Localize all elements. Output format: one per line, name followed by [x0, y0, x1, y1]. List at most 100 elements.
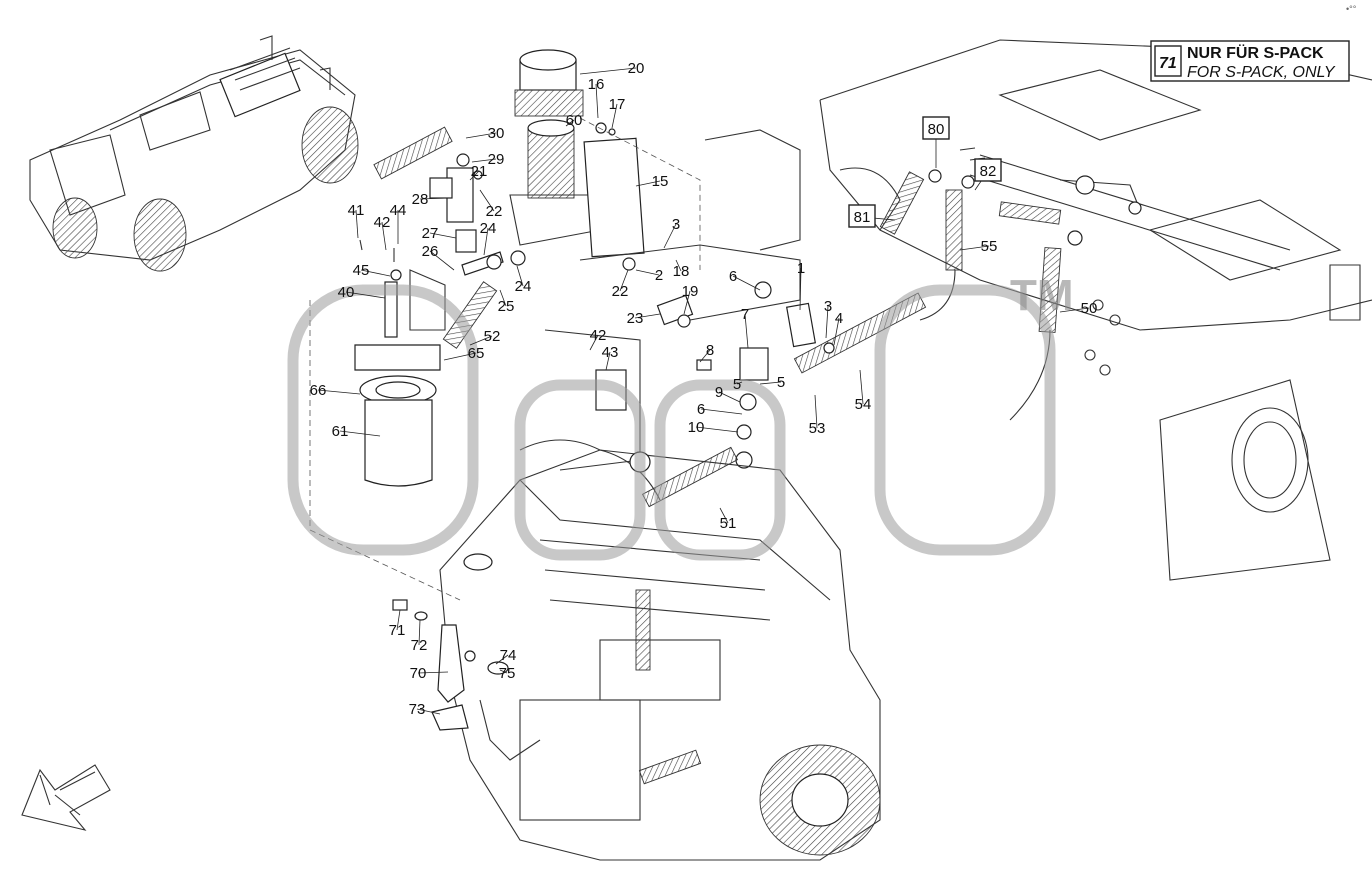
- leader-line: [859, 369, 864, 405]
- callout-82: 82: [980, 163, 997, 180]
- leader-line: [589, 334, 599, 351]
- callout-21: 21: [471, 163, 488, 180]
- leader-line: [814, 394, 818, 429]
- callout-30: 30: [488, 125, 505, 142]
- callout-42: 42: [590, 327, 607, 344]
- callout-24: 24: [515, 278, 532, 295]
- leader-line: [611, 103, 618, 129]
- leader-line: [396, 609, 401, 631]
- leader-lines: [317, 67, 1090, 715]
- callout-4: 4: [835, 310, 843, 327]
- callout-74: 74: [500, 647, 517, 664]
- callout-10: 10: [688, 419, 705, 436]
- callout-22: 22: [486, 203, 503, 220]
- leader-line: [825, 305, 829, 339]
- water-separator-filter: [309, 300, 461, 601]
- callout-44: 44: [390, 202, 407, 219]
- callout-50: 50: [1081, 300, 1098, 317]
- leader-line: [736, 381, 743, 385]
- leader-line: [499, 289, 507, 307]
- watermark-tm: TM: [1010, 271, 1074, 320]
- fittings-left: [359, 126, 526, 349]
- callout-72: 72: [411, 637, 428, 654]
- engine: [439, 439, 881, 861]
- callout-20: 20: [628, 60, 645, 77]
- leader-line: [595, 83, 599, 119]
- callout-65: 65: [468, 345, 485, 362]
- leader-line: [419, 197, 449, 200]
- machine-overview: [29, 35, 359, 272]
- leader-line: [619, 269, 629, 292]
- callout-22: 22: [612, 283, 629, 300]
- callout-17: 17: [609, 96, 626, 113]
- callout-80: 80: [928, 121, 945, 138]
- corner-mark: •°°: [1346, 4, 1357, 14]
- leader-line: [833, 317, 840, 346]
- s-pack-line-en: FOR S-PACK, ONLY: [1187, 64, 1336, 81]
- callout-51: 51: [720, 515, 737, 532]
- callout-2: 2: [655, 267, 663, 284]
- callout-18: 18: [673, 263, 690, 280]
- callout-19: 19: [682, 283, 699, 300]
- leader-line: [635, 180, 661, 187]
- callout-25: 25: [498, 298, 515, 315]
- brackets-lower-left: [392, 599, 509, 731]
- callout-40: 40: [338, 284, 355, 301]
- s-pack-line-de: NUR FÜR S-PACK: [1187, 43, 1324, 62]
- leader-line: [469, 170, 480, 181]
- callout-70: 70: [410, 665, 427, 682]
- leader-line: [360, 269, 391, 277]
- s-pack-badge: [1154, 45, 1182, 77]
- leader-line: [718, 391, 741, 403]
- fuel-filter-assembly: [509, 49, 701, 270]
- leader-line: [381, 221, 387, 251]
- leader-line: [471, 158, 497, 163]
- leader-line: [483, 227, 489, 256]
- callout-24: 24: [480, 220, 497, 237]
- s-pack-badge-number: 71: [1159, 55, 1177, 72]
- callout-52: 52: [484, 328, 501, 345]
- callout-45: 45: [353, 262, 370, 279]
- leader-line: [635, 269, 660, 276]
- leader-line: [499, 669, 508, 674]
- leader-line: [429, 250, 455, 271]
- leader-line: [634, 313, 661, 319]
- callout-16: 16: [588, 76, 605, 93]
- leader-line: [565, 119, 575, 127]
- leader-line: [355, 209, 359, 239]
- leader-line: [700, 408, 743, 415]
- leader-line: [759, 381, 782, 385]
- callout-5: 5: [733, 376, 741, 393]
- callout-15: 15: [652, 173, 669, 190]
- callout-43: 43: [602, 344, 619, 361]
- callout-3: 3: [672, 216, 680, 233]
- leader-line: [416, 708, 441, 715]
- callout-61: 61: [332, 423, 349, 440]
- callout-8: 8: [706, 342, 714, 359]
- callout-box: [848, 204, 876, 228]
- s-pack-info-box: 71 NUR FÜR S-PACK FOR S-PACK, ONLY: [1150, 40, 1350, 82]
- callout-71: 71: [389, 622, 406, 639]
- callout-28: 28: [412, 191, 429, 208]
- callout-75: 75: [499, 665, 516, 682]
- leader-line: [605, 351, 611, 371]
- leader-line: [465, 132, 497, 139]
- leader-line: [339, 430, 381, 437]
- leader-line: [418, 619, 421, 646]
- leader-line: [429, 232, 457, 239]
- leader-line: [663, 223, 677, 249]
- callout-7: 7: [741, 306, 749, 323]
- callout-73: 73: [409, 701, 426, 718]
- callout-26: 26: [422, 243, 439, 260]
- machine-frame: [819, 39, 1372, 581]
- leader-line: [516, 265, 524, 287]
- callout-5: 5: [777, 374, 785, 391]
- callout-42: 42: [374, 214, 391, 231]
- leader-line: [683, 290, 691, 315]
- leader-line: [1059, 307, 1090, 313]
- callout-41: 41: [348, 202, 365, 219]
- leader-line: [417, 671, 449, 674]
- leader-line: [443, 352, 477, 361]
